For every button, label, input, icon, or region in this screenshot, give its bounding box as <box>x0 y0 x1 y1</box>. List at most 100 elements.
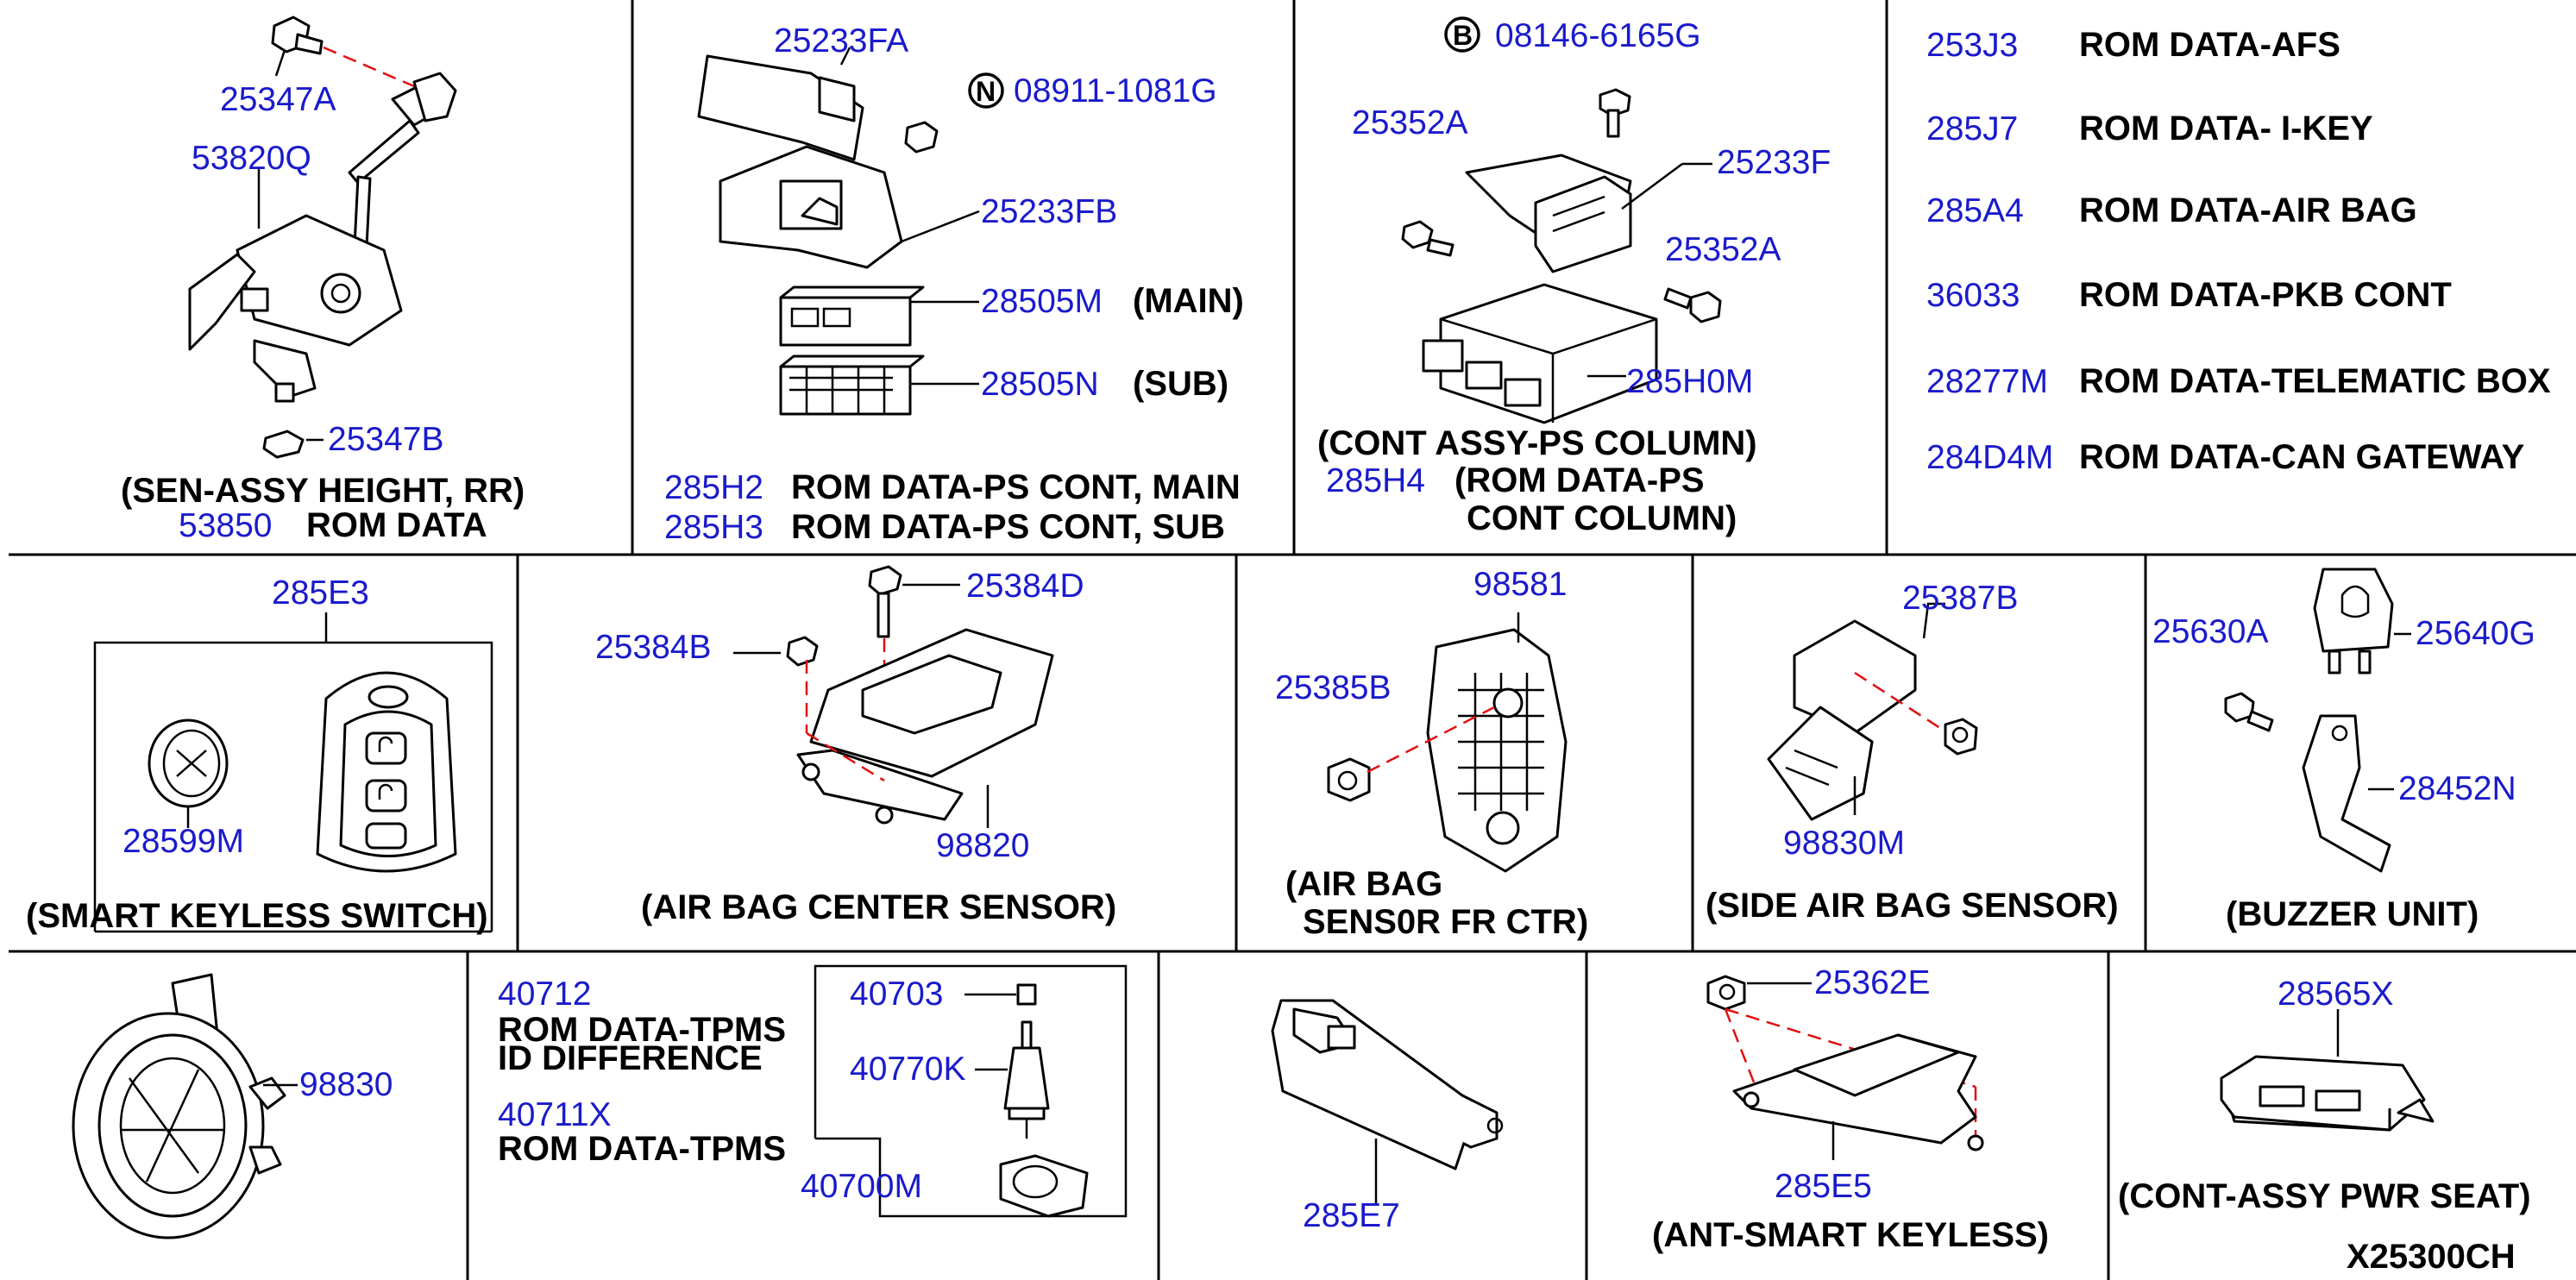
pn-98830M: 98830M <box>1783 825 1905 862</box>
rom-list-desc-4: ROM DATA-TELEMATIC BOX <box>2079 362 2551 400</box>
rom-list-pn-0: 253J3 <box>1926 27 2018 64</box>
air-bag-sensor-fr-drawing <box>1327 612 1568 873</box>
pn-98581: 98581 <box>1473 566 1567 603</box>
rom-list-desc-1: ROM DATA- I-KEY <box>2079 110 2373 147</box>
caption-ant-smart-keyless: (ANT-SMART KEYLESS) <box>1652 1216 2049 1254</box>
cell-spiral-cable: 98830 <box>72 973 393 1239</box>
cell-smart-keyless-switch: 285E3 28599M (SMART KEYLESS SWITCH) <box>26 574 493 935</box>
ps-column-drawing <box>1401 88 1722 424</box>
pn-28505N: 28505N <box>981 366 1099 403</box>
rom-desc-40712-l1: ROM DATA-TPMS <box>498 1011 786 1049</box>
cell-ps-cont: N 25233FA 08911-1081G 25233FB 28505M (MA… <box>664 22 1244 546</box>
rom-desc-40712-l2: ID DIFFERENCE <box>498 1039 763 1077</box>
tpms-valve-drawing <box>964 983 1089 1218</box>
pn-285H4: 285H4 <box>1326 462 1425 499</box>
caption-side-air-bag-sensor: (SIDE AIR BAG SENSOR) <box>1706 887 2119 925</box>
pn-98830: 98830 <box>299 1066 393 1103</box>
pn-285H3: 285H3 <box>664 509 763 546</box>
pn-40703: 40703 <box>850 976 943 1013</box>
pn-25352A-left: 25352A <box>1352 104 1467 141</box>
pn-28599M: 28599M <box>123 823 244 860</box>
pn-285E3: 285E3 <box>272 574 369 612</box>
badge-n-letter: N <box>976 76 996 107</box>
cell-antenna: 285E7 <box>1271 999 1504 1234</box>
smart-key-fob-drawing <box>316 671 457 873</box>
rom-list-desc-5: ROM DATA-CAN GATEWAY <box>2079 438 2525 476</box>
caption-pwr-seat: (CONT-ASSY PWR SEAT) <box>2118 1177 2531 1215</box>
pn-25347B: 25347B <box>328 421 443 458</box>
ant-smart-keyless-drawing <box>1706 975 1984 1160</box>
pn-285H0M: 285H0M <box>1626 363 1753 400</box>
badge-b <box>1444 16 1480 53</box>
rom-desc-53850: ROM DATA <box>306 506 487 544</box>
caption-sen-assy-height: (SEN-ASSY HEIGHT, RR) <box>121 472 525 510</box>
cell-buzzer-unit: 25630A 25640G 28452N (BUZZER UNIT) <box>2152 568 2535 933</box>
cell-side-air-bag-sensor: 25387B 98830M (SIDE AIR BAG SENSOR) <box>1706 580 2119 925</box>
caption-buzzer-unit: (BUZZER UNIT) <box>2226 895 2479 933</box>
cell-air-bag-center-sensor: 25384D 25384B 98820 (AIR BAG CENTER SENS… <box>595 565 1116 926</box>
buzzer-unit-drawing <box>2224 568 2411 873</box>
pn-25640G: 25640G <box>2416 615 2535 652</box>
pn-28505M: 28505M <box>981 283 1103 320</box>
coin-battery-drawing <box>148 718 229 828</box>
pn-08911-1081G: 08911-1081G <box>1014 72 1217 110</box>
pn-40711X: 40711X <box>498 1096 612 1133</box>
air-bag-center-sensor-drawing <box>786 565 1054 828</box>
rom-list-pn-2: 285A4 <box>1926 192 2024 229</box>
pn-25385B: 25385B <box>1275 669 1391 706</box>
pn-40712: 40712 <box>498 976 591 1013</box>
pn-98820: 98820 <box>936 827 1029 864</box>
cell-air-bag-sensor-fr: 98581 25385B (AIR BAG SENS0R FR CTR) <box>1275 566 1588 941</box>
caption-air-bag-sensor-fr-l1: (AIR BAG <box>1285 865 1442 903</box>
pn-08146-6165G: 08146-6165G <box>1495 17 1701 54</box>
rom-list-pn-1: 285J7 <box>1926 110 2018 147</box>
pn-25630A: 25630A <box>2152 613 2268 650</box>
rom-desc-285H4-l1: (ROM DATA-PS <box>1454 461 1705 499</box>
pn-28452N: 28452N <box>2398 770 2516 807</box>
badge-b-letter: B <box>1453 20 1473 51</box>
caption-air-bag-sensor-fr-l2: SENS0R FR CTR) <box>1303 903 1588 941</box>
tag-sub: (SUB) <box>1133 365 1228 403</box>
rom-desc-285H2: ROM DATA-PS CONT, MAIN <box>791 468 1241 506</box>
ps-cont-bracket-drawing <box>697 47 980 416</box>
pn-53850: 53850 <box>179 507 272 544</box>
height-sensor-drawing <box>188 16 457 459</box>
rom-desc-285H4-l2: CONT COLUMN) <box>1467 499 1737 537</box>
rom-desc-285H3: ROM DATA-PS CONT, SUB <box>791 508 1225 546</box>
pn-25233FA: 25233FA <box>774 22 908 60</box>
pn-25233FB: 25233FB <box>981 193 1117 230</box>
rom-data-list: 253J3 ROM DATA-AFS 285J7 ROM DATA- I-KEY… <box>1926 26 2551 476</box>
rom-list-desc-2: ROM DATA-AIR BAG <box>2079 191 2417 229</box>
cell-ant-smart-keyless: 25362E 285E5 (ANT-SMART KEYLESS) <box>1652 964 2049 1254</box>
rom-list-pn-5: 284D4M <box>1926 439 2053 476</box>
pn-28565X: 28565X <box>2278 976 2393 1013</box>
pn-25352A-right: 25352A <box>1665 231 1781 268</box>
diagram-code: X25300CH <box>2347 1238 2516 1276</box>
caption-smart-keyless-switch: (SMART KEYLESS SWITCH) <box>26 897 488 935</box>
cell-tpms: 40712 ROM DATA-TPMS ID DIFFERENCE 40711X… <box>498 964 1128 1218</box>
spiral-cable-drawing <box>72 973 298 1239</box>
caption-air-bag-center-sensor: (AIR BAG CENTER SENSOR) <box>641 888 1116 926</box>
tag-main: (MAIN) <box>1133 282 1244 320</box>
side-air-bag-sensor-drawing <box>1767 602 1978 821</box>
pn-285E5: 285E5 <box>1775 1168 1872 1205</box>
pn-53820Q: 53820Q <box>192 140 311 177</box>
grid-lines <box>9 0 2576 1280</box>
antenna-drawing <box>1271 999 1504 1203</box>
pwr-seat-module-drawing <box>2220 1009 2435 1132</box>
pn-40700M: 40700M <box>801 1168 922 1205</box>
rom-list-desc-0: ROM DATA-AFS <box>2079 26 2340 64</box>
caption-ps-column: (CONT ASSY-PS COLUMN) <box>1317 424 1757 462</box>
rom-list-desc-3: ROM DATA-PKB CONT <box>2079 276 2452 314</box>
badge-n <box>968 72 1004 109</box>
pn-285H2: 285H2 <box>664 469 763 506</box>
cell-sen-assy-height: 25347A 53820Q 25347B (SEN-ASSY HEIGHT, R… <box>121 16 525 544</box>
rom-list-pn-4: 28277M <box>1926 363 2048 400</box>
pn-25362E: 25362E <box>1814 964 1930 1001</box>
pn-25233F: 25233F <box>1717 144 1831 181</box>
pn-25384D: 25384D <box>966 568 1084 605</box>
rom-list-pn-3: 36033 <box>1926 277 2020 314</box>
cell-pwr-seat: 28565X (CONT-ASSY PWR SEAT) <box>2118 976 2531 1215</box>
pn-25384B: 25384B <box>595 629 711 666</box>
